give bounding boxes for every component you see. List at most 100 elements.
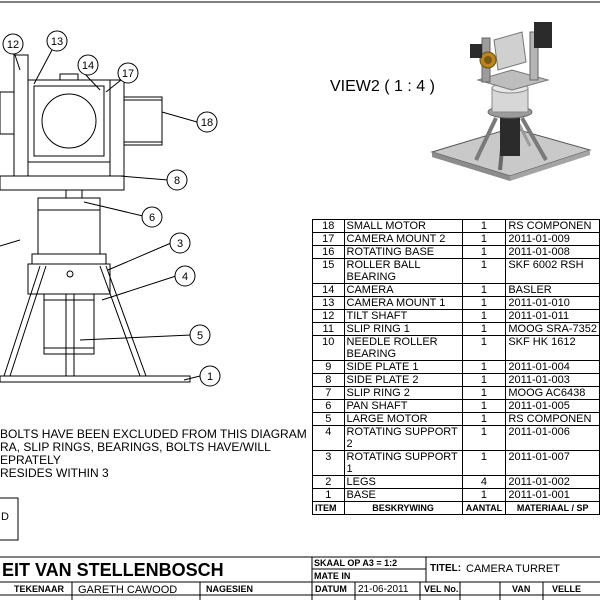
bom-header-item: ITEM [312,501,345,515]
bom-quantity: 1 [461,232,507,246]
bom-description: ROTATING SUPPORT 1 [343,450,463,476]
bom-description: LEGS [343,475,463,489]
date-value: 21-06-2011 [358,584,409,595]
title-block [0,497,600,600]
title-label: TITEL: [430,563,462,574]
bom-item-number: 4 [312,425,345,451]
note-line: RESIDES WITHIN 3 [0,466,109,480]
bom-item-number: 9 [312,360,345,374]
svg-text:6: 6 [149,212,155,224]
bom-quantity: 1 [461,258,507,284]
bom-description: SLIP RING 2 [343,386,463,400]
bom-description: SIDE PLATE 2 [343,373,463,387]
bom-description: PAN SHAFT [343,399,463,413]
balloon-6: 6 [141,206,163,228]
sheet-number-label: VEL No. [424,584,459,594]
bom-quantity: 1 [461,373,507,387]
bom-quantity: 1 [461,450,507,476]
bom-item-number: 12 [312,309,345,323]
bom-item-number: 8 [312,373,345,387]
svg-text:5: 5 [197,330,203,342]
bom-material: SKF 6002 RSH [505,258,600,284]
svg-text:4: 4 [182,271,188,283]
bom-description: TILT SHAFT [343,309,463,323]
front-view [0,54,191,383]
bom-description: SMALL MOTOR [343,219,463,233]
bom-material: MOOG SRA-7352 [505,322,600,336]
scale-label: SKAAL OP A3 = 1:2 [314,558,398,568]
bom-material: RS COMPONEN [505,219,600,233]
bom-item-number: 16 [312,245,345,259]
note-line: RA, SLIP RINGS, BEARINGS, BOLTS HAVE/WIL… [0,440,271,454]
bom-material: 2011-01-004 [505,360,600,374]
title-value: CAMERA TURRET [466,563,560,575]
bom-quantity: 1 [461,245,507,259]
svg-text:3: 3 [177,238,183,250]
bom-item-number: 10 [312,335,345,361]
bom-description: CAMERA MOUNT 1 [343,296,463,310]
bom-item-number: 1 [312,488,345,502]
bom-material: 2011-01-001 [505,488,600,502]
balloon-14: 14 [77,54,99,76]
leader-lines [0,49,201,381]
bom-description: SIDE PLATE 1 [343,360,463,374]
checked-label: NAGESIEN [206,584,254,594]
bom-item-number: 11 [312,322,345,336]
balloon-17: 17 [117,62,139,84]
bom-material: BASLER [505,283,600,297]
svg-text:12: 12 [7,39,19,51]
bom-material: 2011-01-006 [505,425,600,451]
bom-material: RS COMPONEN [505,412,600,426]
bom-description: LARGE MOTOR [343,412,463,426]
bom-material: 2011-01-003 [505,373,600,387]
bom-description: SLIP RING 1 [343,322,463,336]
bom-material: MOOG AC6438 [505,386,600,400]
isometric-view [430,22,592,181]
bom-description: BASE [343,488,463,502]
note-line: BOLTS HAVE BEEN EXCLUDED FROM THIS DIAGR… [0,427,307,441]
bom-header-material: MATERIAAL / SP [505,501,600,515]
bom-quantity: 1 [461,309,507,323]
bom-material: 2011-01-008 [505,245,600,259]
bom-item-number: 14 [312,283,345,297]
bom-quantity: 1 [461,335,507,361]
bom-quantity: 1 [461,425,507,451]
balloon-12: 12 [2,33,24,55]
bom-description: ROTATING SUPPORT 2 [343,425,463,451]
bom-description: ROLLER BALL BEARING [343,258,463,284]
bom-item-number: 18 [312,219,345,233]
bom-item-number: 2 [312,475,345,489]
bom-quantity: 1 [461,296,507,310]
svg-text:18: 18 [201,117,213,129]
svg-text:17: 17 [122,68,134,80]
bom-quantity: 1 [461,219,507,233]
bom-item-number: 6 [312,399,345,413]
bom-description: CAMERA MOUNT 2 [343,232,463,246]
bom-material: 2011-01-007 [505,450,600,476]
bom-material: SKF HK 1612 [505,335,600,361]
bom-item-number: 13 [312,296,345,310]
bom-description: CAMERA [343,283,463,297]
university-name: EIT VAN STELLENBOSCH [2,560,224,580]
bom-quantity: 1 [461,360,507,374]
notes: BOLTS HAVE BEEN EXCLUDED FROM THIS DIAGR… [0,428,307,480]
svg-text:1: 1 [207,371,213,383]
balloon-1: 1 [199,365,221,387]
